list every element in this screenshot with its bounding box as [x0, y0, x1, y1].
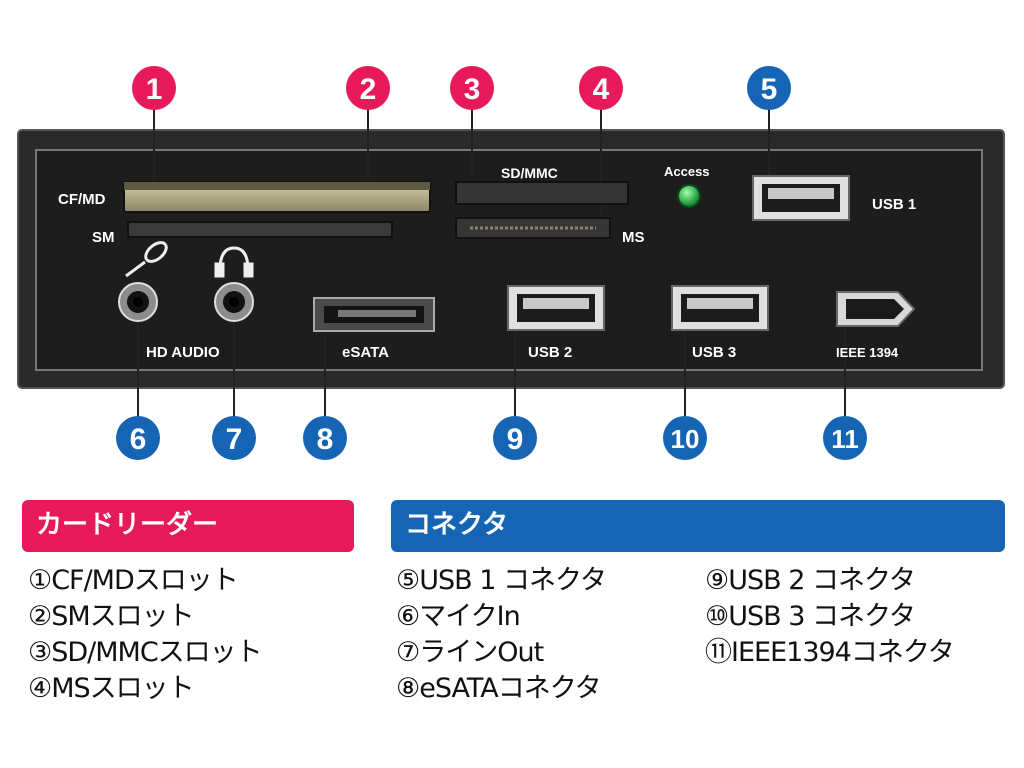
svg-text:7: 7	[226, 423, 243, 456]
callout-6: 6	[116, 416, 160, 460]
svg-text:6: 6	[130, 423, 147, 456]
cf-md-slot-lip	[124, 182, 430, 190]
connector-header: コネクタ	[391, 500, 1005, 552]
svg-text:8: 8	[317, 423, 334, 456]
callout-7: 7	[212, 416, 256, 460]
svg-text:4: 4	[593, 73, 610, 106]
callout-9: 9	[493, 416, 537, 460]
label-usb3: USB 3	[692, 344, 736, 361]
label-sm: SM	[92, 229, 115, 246]
callout-11: 11	[823, 416, 867, 460]
label-usb1: USB 1	[872, 196, 916, 213]
headphone-icon	[214, 246, 254, 278]
mic-in-jack	[118, 282, 158, 322]
usb3-port-tongue	[687, 298, 753, 309]
access-led	[677, 184, 701, 208]
ieee1394-port-inner	[846, 299, 904, 319]
legend-item: ⑤USB 1 コネクタ	[396, 565, 607, 596]
svg-text:1: 1	[146, 73, 163, 106]
svg-text:3: 3	[464, 73, 481, 106]
callout-2: 2	[346, 66, 390, 110]
microphone-icon	[125, 241, 168, 278]
legend-item: ⑧eSATAコネクタ	[396, 673, 602, 704]
sd-mmc-slot	[455, 181, 629, 205]
legend-item: ⑩USB 3 コネクタ	[705, 601, 916, 632]
legend-item: ④MSスロット	[28, 673, 195, 704]
esata-port-tongue	[338, 310, 416, 317]
label-ieee1394: IEEE 1394	[836, 345, 899, 360]
callout-5: 5	[747, 66, 791, 110]
svg-text:10: 10	[671, 424, 700, 454]
callout-4: 4	[579, 66, 623, 110]
legend-item: ①CF/MDスロット	[28, 565, 239, 596]
connector-list-column-1: ⑤USB 1 コネクタ ⑥マイクIn ⑦ラインOut ⑧eSATAコネクタ	[396, 563, 607, 707]
callout-10: 10	[663, 416, 707, 460]
callout-3: 3	[450, 66, 494, 110]
label-hd-audio: HD AUDIO	[146, 344, 220, 361]
label-sd-mmc: SD/MMC	[501, 165, 558, 181]
usb2-port-tongue	[523, 298, 589, 309]
legend-item: ⑦ラインOut	[396, 637, 544, 668]
callout-1: 1	[132, 66, 176, 110]
legend-item: ⑥マイクIn	[396, 601, 521, 632]
line-out-jack	[214, 282, 254, 322]
legend-item: ⑪IEEE1394コネクタ	[705, 637, 955, 668]
legend-item: ⑨USB 2 コネクタ	[705, 565, 916, 596]
card-reader-list: ①CF/MDスロット ②SMスロット ③SD/MMCスロット ④MSスロット	[28, 563, 263, 707]
svg-text:11: 11	[831, 424, 859, 454]
label-cf-md: CF/MD	[58, 191, 106, 208]
label-usb2: USB 2	[528, 344, 572, 361]
label-access: Access	[664, 164, 710, 179]
usb1-port-tongue	[768, 188, 834, 199]
callout-8: 8	[303, 416, 347, 460]
sm-slot	[127, 221, 393, 238]
connector-list-column-2: ⑨USB 2 コネクタ ⑩USB 3 コネクタ ⑪IEEE1394コネクタ	[705, 563, 955, 671]
svg-text:5: 5	[761, 73, 778, 106]
label-ms: MS	[622, 229, 645, 246]
label-esata: eSATA	[342, 344, 389, 361]
legend-item: ②SMスロット	[28, 601, 195, 632]
legend-item: ③SD/MMCスロット	[28, 637, 263, 668]
svg-text:2: 2	[360, 73, 377, 106]
svg-text:9: 9	[507, 423, 524, 456]
card-reader-header: カードリーダー	[22, 500, 354, 552]
front-panel-diagram: 1 2 3 4 5 6 7 8	[17, 66, 1005, 460]
